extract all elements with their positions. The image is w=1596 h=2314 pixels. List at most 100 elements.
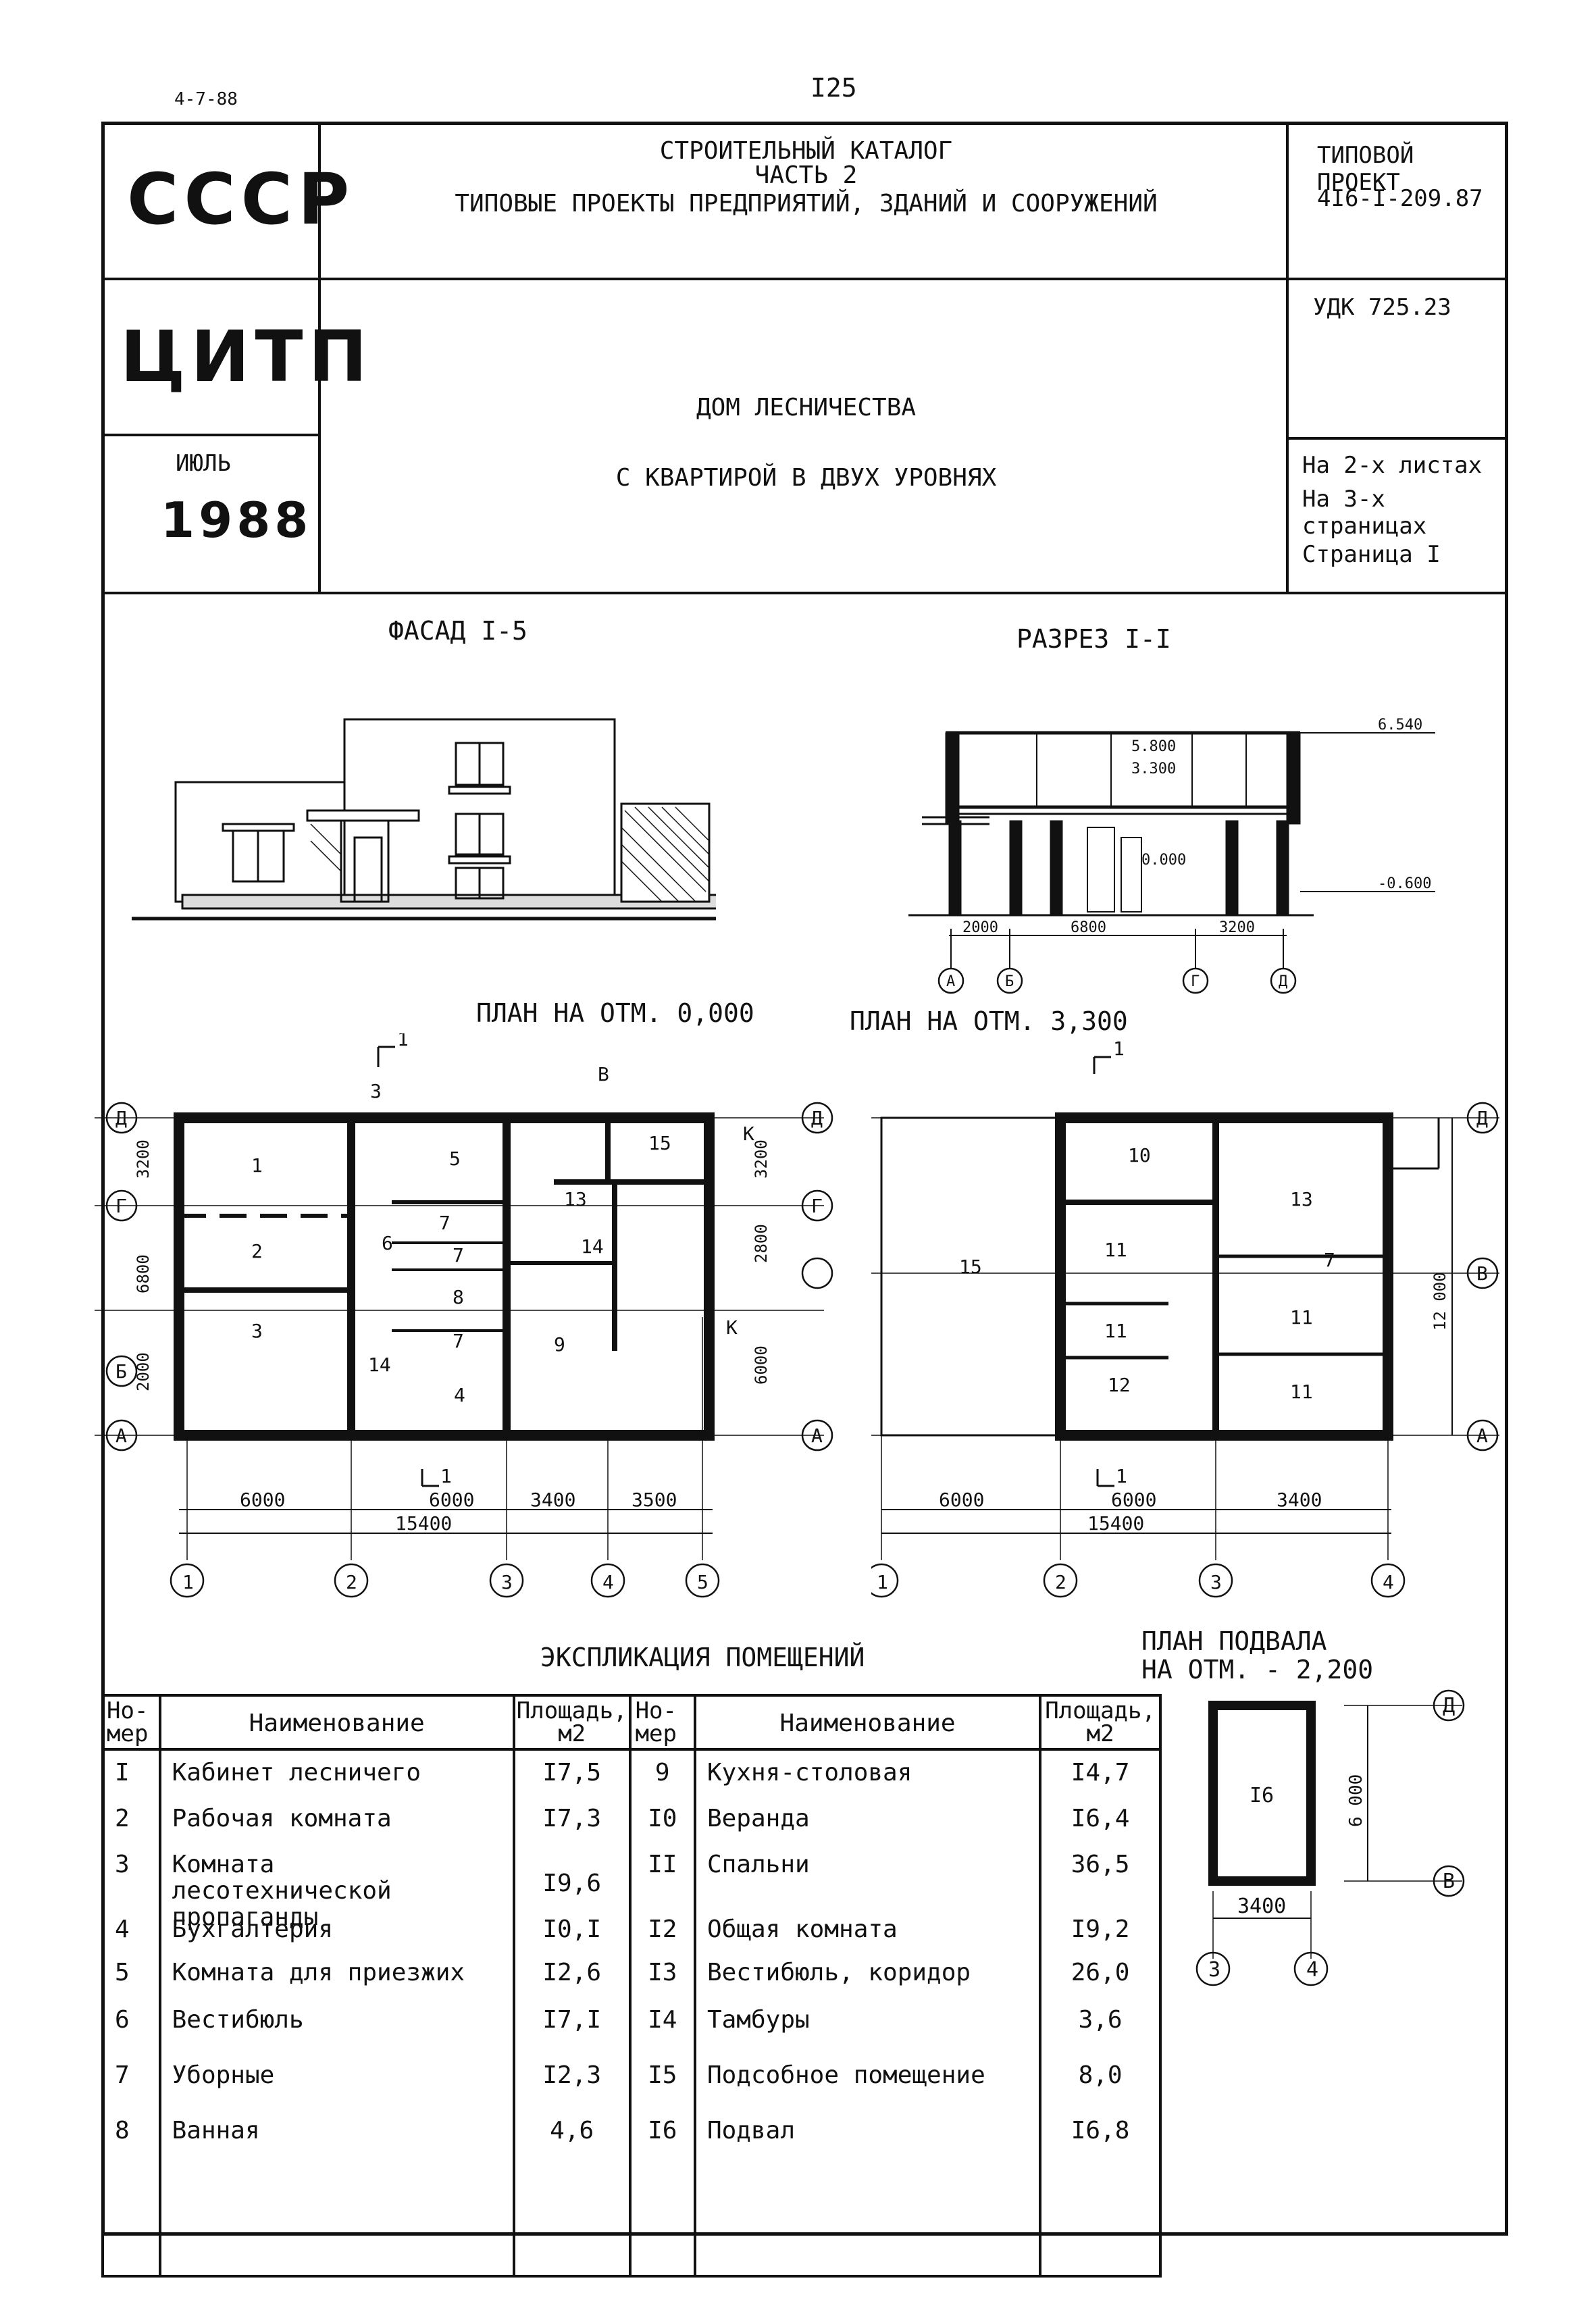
facade-drawing [132, 718, 716, 921]
header-area-right: Площадь, м2 [1039, 1694, 1162, 1751]
plan0-axis-y-1: Д [115, 1107, 127, 1129]
basement-axis-x-2: 4 [1306, 1958, 1318, 1982]
explication-left-no-8: 8 [115, 2117, 130, 2144]
plan0-axis-y-3: Б [115, 1360, 127, 1383]
plan1-axis-x-3: 3 [1210, 1571, 1222, 1593]
plan0-entry-k2: К [726, 1316, 738, 1339]
plan0-axis-x-1: 1 [182, 1571, 194, 1593]
basement-axis-x-1: 3 [1208, 1958, 1220, 1982]
plan1-room-12: 12 [1108, 1374, 1131, 1396]
plan0-entry-v: В [598, 1063, 609, 1085]
page-index: Страница I [1302, 541, 1441, 568]
plan0-room-6: 6 [382, 1232, 393, 1254]
explication-right-no-6: I4 [648, 2006, 677, 2034]
section-level-3: 3.300 [1131, 761, 1176, 777]
section-axis-2: Б [1005, 973, 1014, 990]
explication-table: Но- мер Наименование Площадь, м2 Но- мер… [101, 1694, 1162, 2278]
project-label: ТИПОВОЙ ПРОЕКТ [1317, 142, 1414, 196]
plan0-room-8: 8 [453, 1286, 464, 1308]
plan1-room-10: 10 [1128, 1144, 1151, 1166]
org-citp: ЦИТП [120, 315, 373, 398]
explication-right-area-8: I6,8 [1071, 2117, 1130, 2144]
title-block: СССР ЦИТП ИЮЛЬ 1988 СТРОИТЕЛЬНЫЙ КАТАЛОГ… [101, 122, 1508, 594]
plan0-axis-x-2: 2 [346, 1571, 357, 1593]
explication-right-area-4: I9,2 [1071, 1916, 1130, 1943]
pages-count: На 3-х страницах [1302, 486, 1427, 540]
explication-left-name-1: Кабинет лесничего [172, 1759, 421, 1786]
section-span-1: 2000 [962, 919, 998, 936]
header-no-right: Но- мер [628, 1694, 696, 1751]
plan0-cut-mark-1: 1 [397, 1033, 409, 1050]
project-title-cell: ДОМ ЛЕСНИЧЕСТВА С КВАРТИРОЙ В ДВУХ УРОВН… [318, 278, 1289, 594]
plan1-dim-total: 15400 [1087, 1512, 1144, 1535]
plan1-dim-bottom-3: 3400 [1277, 1489, 1322, 1511]
explication-right-area-2: I6,4 [1071, 1805, 1130, 1832]
plan0-drawing: 1 2 3 4 5 6 7 7 7 8 9 13 14 14 15 1 1 3 … [95, 1033, 833, 1598]
plan1-room-7: 7 [1324, 1249, 1335, 1271]
basement-title-1: ПЛАН ПОДВАЛА [1141, 1626, 1327, 1656]
plan0-dim-bottom-1: 6000 [240, 1489, 285, 1511]
section-axis-1: А [946, 973, 955, 990]
plan1-axis-y-1: Д [1476, 1107, 1488, 1129]
plan0-dim-right-1: 3200 [752, 1139, 771, 1179]
section-title: РАЗРЕЗ I-I [1016, 624, 1171, 654]
plan1-drawing: 10 11 11 11 11 12 13 7 15 1 1 6000 6000 … [871, 1037, 1499, 1598]
plan0-dim-right-2: 2800 [752, 1224, 771, 1263]
plan1-room-11c: 11 [1290, 1306, 1313, 1329]
project-number-cell: ТИПОВОЙ ПРОЕКТ 4I6-I-209.87 [1286, 122, 1508, 280]
section-span-2: 6800 [1071, 919, 1106, 936]
explication-right-area-1: I4,7 [1071, 1759, 1130, 1786]
explication-left-area-3: I9,6 [542, 1870, 602, 1897]
plan1-dim-bottom-2: 6000 [1111, 1489, 1156, 1511]
plan0-room-7a: 7 [439, 1212, 451, 1234]
explication-left-name-5: Комната для приезжих [172, 1959, 465, 1986]
explication-right-area-3: 36,5 [1071, 1851, 1130, 1878]
explication-left-name-4: Бухгалтерия [172, 1916, 334, 1943]
project-title-2: С КВАРТИРОЙ В ДВУХ УРОВНЯХ [615, 464, 997, 492]
basement-axis-y-1: Д [1443, 1694, 1455, 1718]
plan0-entry-3: 3 [370, 1080, 382, 1102]
explication-left-area-6: I7,I [542, 2006, 602, 2034]
explication-left-name-2: Рабочая комната [172, 1805, 392, 1832]
plan0-axis-x-3: 3 [501, 1571, 513, 1593]
org-cell-1: СССР [101, 122, 349, 280]
explication-left-no-4: 4 [115, 1916, 130, 1943]
plan1-title: ПЛАН НА ОТМ. 3,300 [850, 1006, 1128, 1036]
explication-right-name-3: Спальни [706, 1851, 810, 1878]
plan0-dim-left-1: 3200 [134, 1139, 153, 1179]
plan0-axis-y-2: Г [115, 1195, 127, 1217]
explication-left-name-6: Вестибюль [172, 2006, 304, 2034]
explication-right-name-6: Тамбуры [706, 2006, 810, 2034]
plan0-dim-bottom-3: 3400 [530, 1489, 575, 1511]
explication-left-no-5: 5 [115, 1959, 130, 1986]
org-cell-2: ЦИТП [101, 278, 367, 436]
plan0-room-7b: 7 [453, 1244, 464, 1266]
plan0-room-14b: 14 [368, 1354, 391, 1376]
date-cell: ИЮЛЬ 1988 [101, 434, 321, 594]
plan1-dim-bottom-1: 6000 [939, 1489, 984, 1511]
plan1-dim-right: 12 000 [1431, 1272, 1449, 1331]
facade-title: ФАСАД I-5 [388, 616, 527, 646]
plan0-dim-right-3: 6000 [752, 1345, 771, 1385]
explication-right-name-2: Веранда [706, 1805, 810, 1832]
plan1-axis-y-2: В [1476, 1262, 1488, 1285]
header-name-left: Наименование [158, 1694, 515, 1751]
header-note: 4-7-88 [174, 89, 238, 109]
plan0-axis-x-4: 4 [602, 1571, 614, 1593]
plan0-axis-x-5: 5 [697, 1571, 709, 1593]
catalog-line-2: ЧАСТЬ 2 [754, 161, 858, 189]
explication-right-no-8: I6 [648, 2117, 677, 2144]
catalog-cell: СТРОИТЕЛЬНЫЙ КАТАЛОГ ЧАСТЬ 2 ТИПОВЫЕ ПРО… [318, 122, 1289, 280]
page-number: I25 [810, 73, 857, 103]
explication-right-no-3: II [648, 1851, 677, 1878]
plan0-title: ПЛАН НА ОТМ. 0,000 [476, 998, 754, 1028]
header-no-left: Но- мер [101, 1694, 161, 1751]
plan1-room-11b: 11 [1104, 1320, 1127, 1342]
